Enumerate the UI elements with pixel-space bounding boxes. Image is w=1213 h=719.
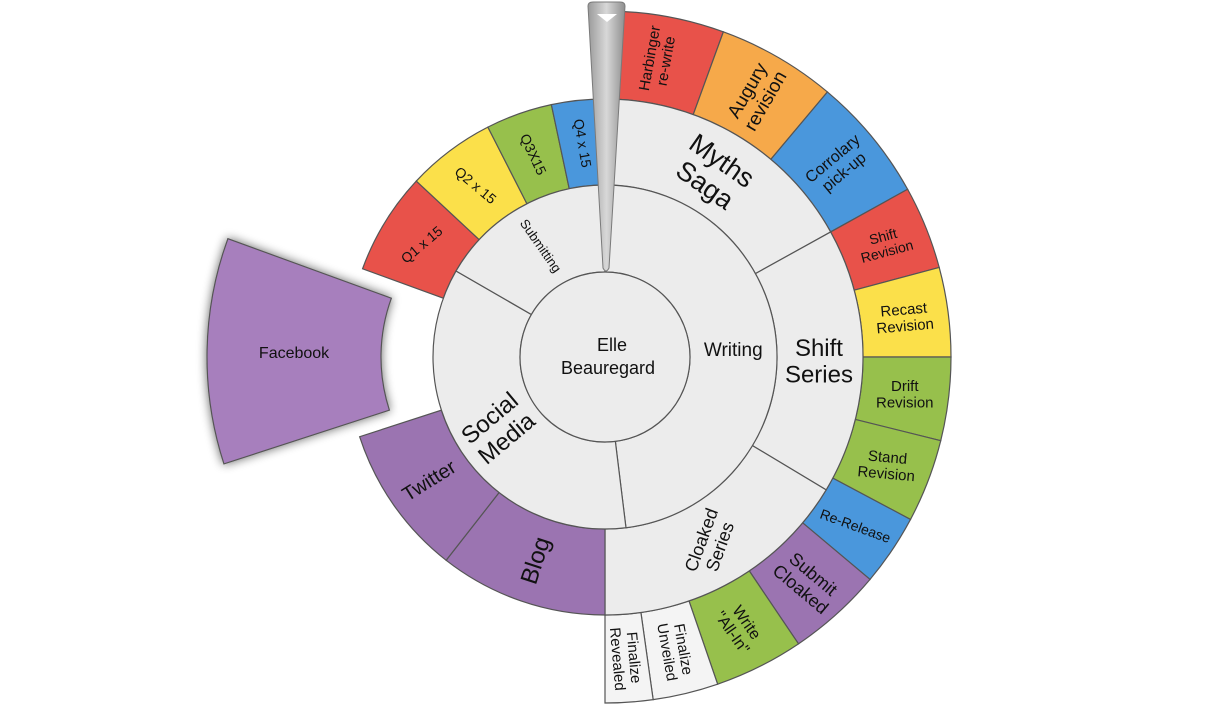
corrolary-segment[interactable]: Corrolarypick-up [769, 91, 909, 233]
myths-saga-segment[interactable]: MythsSaga [604, 98, 832, 275]
harbinger-segment[interactable]: Harbingerre-write [604, 10, 725, 116]
finalize-revealed-label: FinalizeRevealed [606, 625, 645, 691]
recast-label: RecastRevision [874, 299, 934, 337]
center-hub[interactable]: Elle Beauregard [519, 271, 691, 443]
augury-segment[interactable]: Auguryrevision [692, 31, 829, 161]
writing-label: Writing [704, 340, 763, 361]
chevron-down-icon [597, 14, 617, 22]
center-label-line2: Beauregard [561, 358, 655, 378]
finalize-unveiled-segment[interactable]: FinalizeUnveiled [640, 600, 719, 701]
rotation-needle[interactable] [587, 1, 626, 272]
center-label-line1: Elle [597, 335, 627, 355]
shift-revision-segment[interactable]: ShiftRevision [829, 188, 940, 291]
social-media-segment[interactable]: SocialMedia [432, 270, 627, 530]
twitter-segment[interactable]: Twitter [358, 409, 500, 562]
stand-label: StandRevision [857, 447, 917, 485]
writing-segment[interactable]: Writing [604, 184, 778, 529]
q3-segment[interactable]: Q3X15 [487, 103, 570, 205]
re-release-segment[interactable]: Re-Release [801, 477, 912, 581]
cloaked-series-segment[interactable]: CloakedSeries [604, 444, 827, 616]
facebook-arc [206, 237, 393, 465]
q1-segment[interactable]: Q1 x 15 [361, 180, 481, 299]
submit-cloaked-segment[interactable]: SubmitCloaked [748, 521, 871, 645]
submitting-segment[interactable]: Submitting [455, 184, 606, 316]
facebook-label: Facebook [259, 345, 330, 362]
finalize-revealed-segment[interactable]: FinalizeRevealed [604, 611, 654, 704]
facebook-segment[interactable]: Facebook [206, 237, 393, 465]
stand-segment[interactable]: StandRevision [831, 418, 942, 521]
recast-segment[interactable]: RecastRevision [853, 266, 952, 358]
